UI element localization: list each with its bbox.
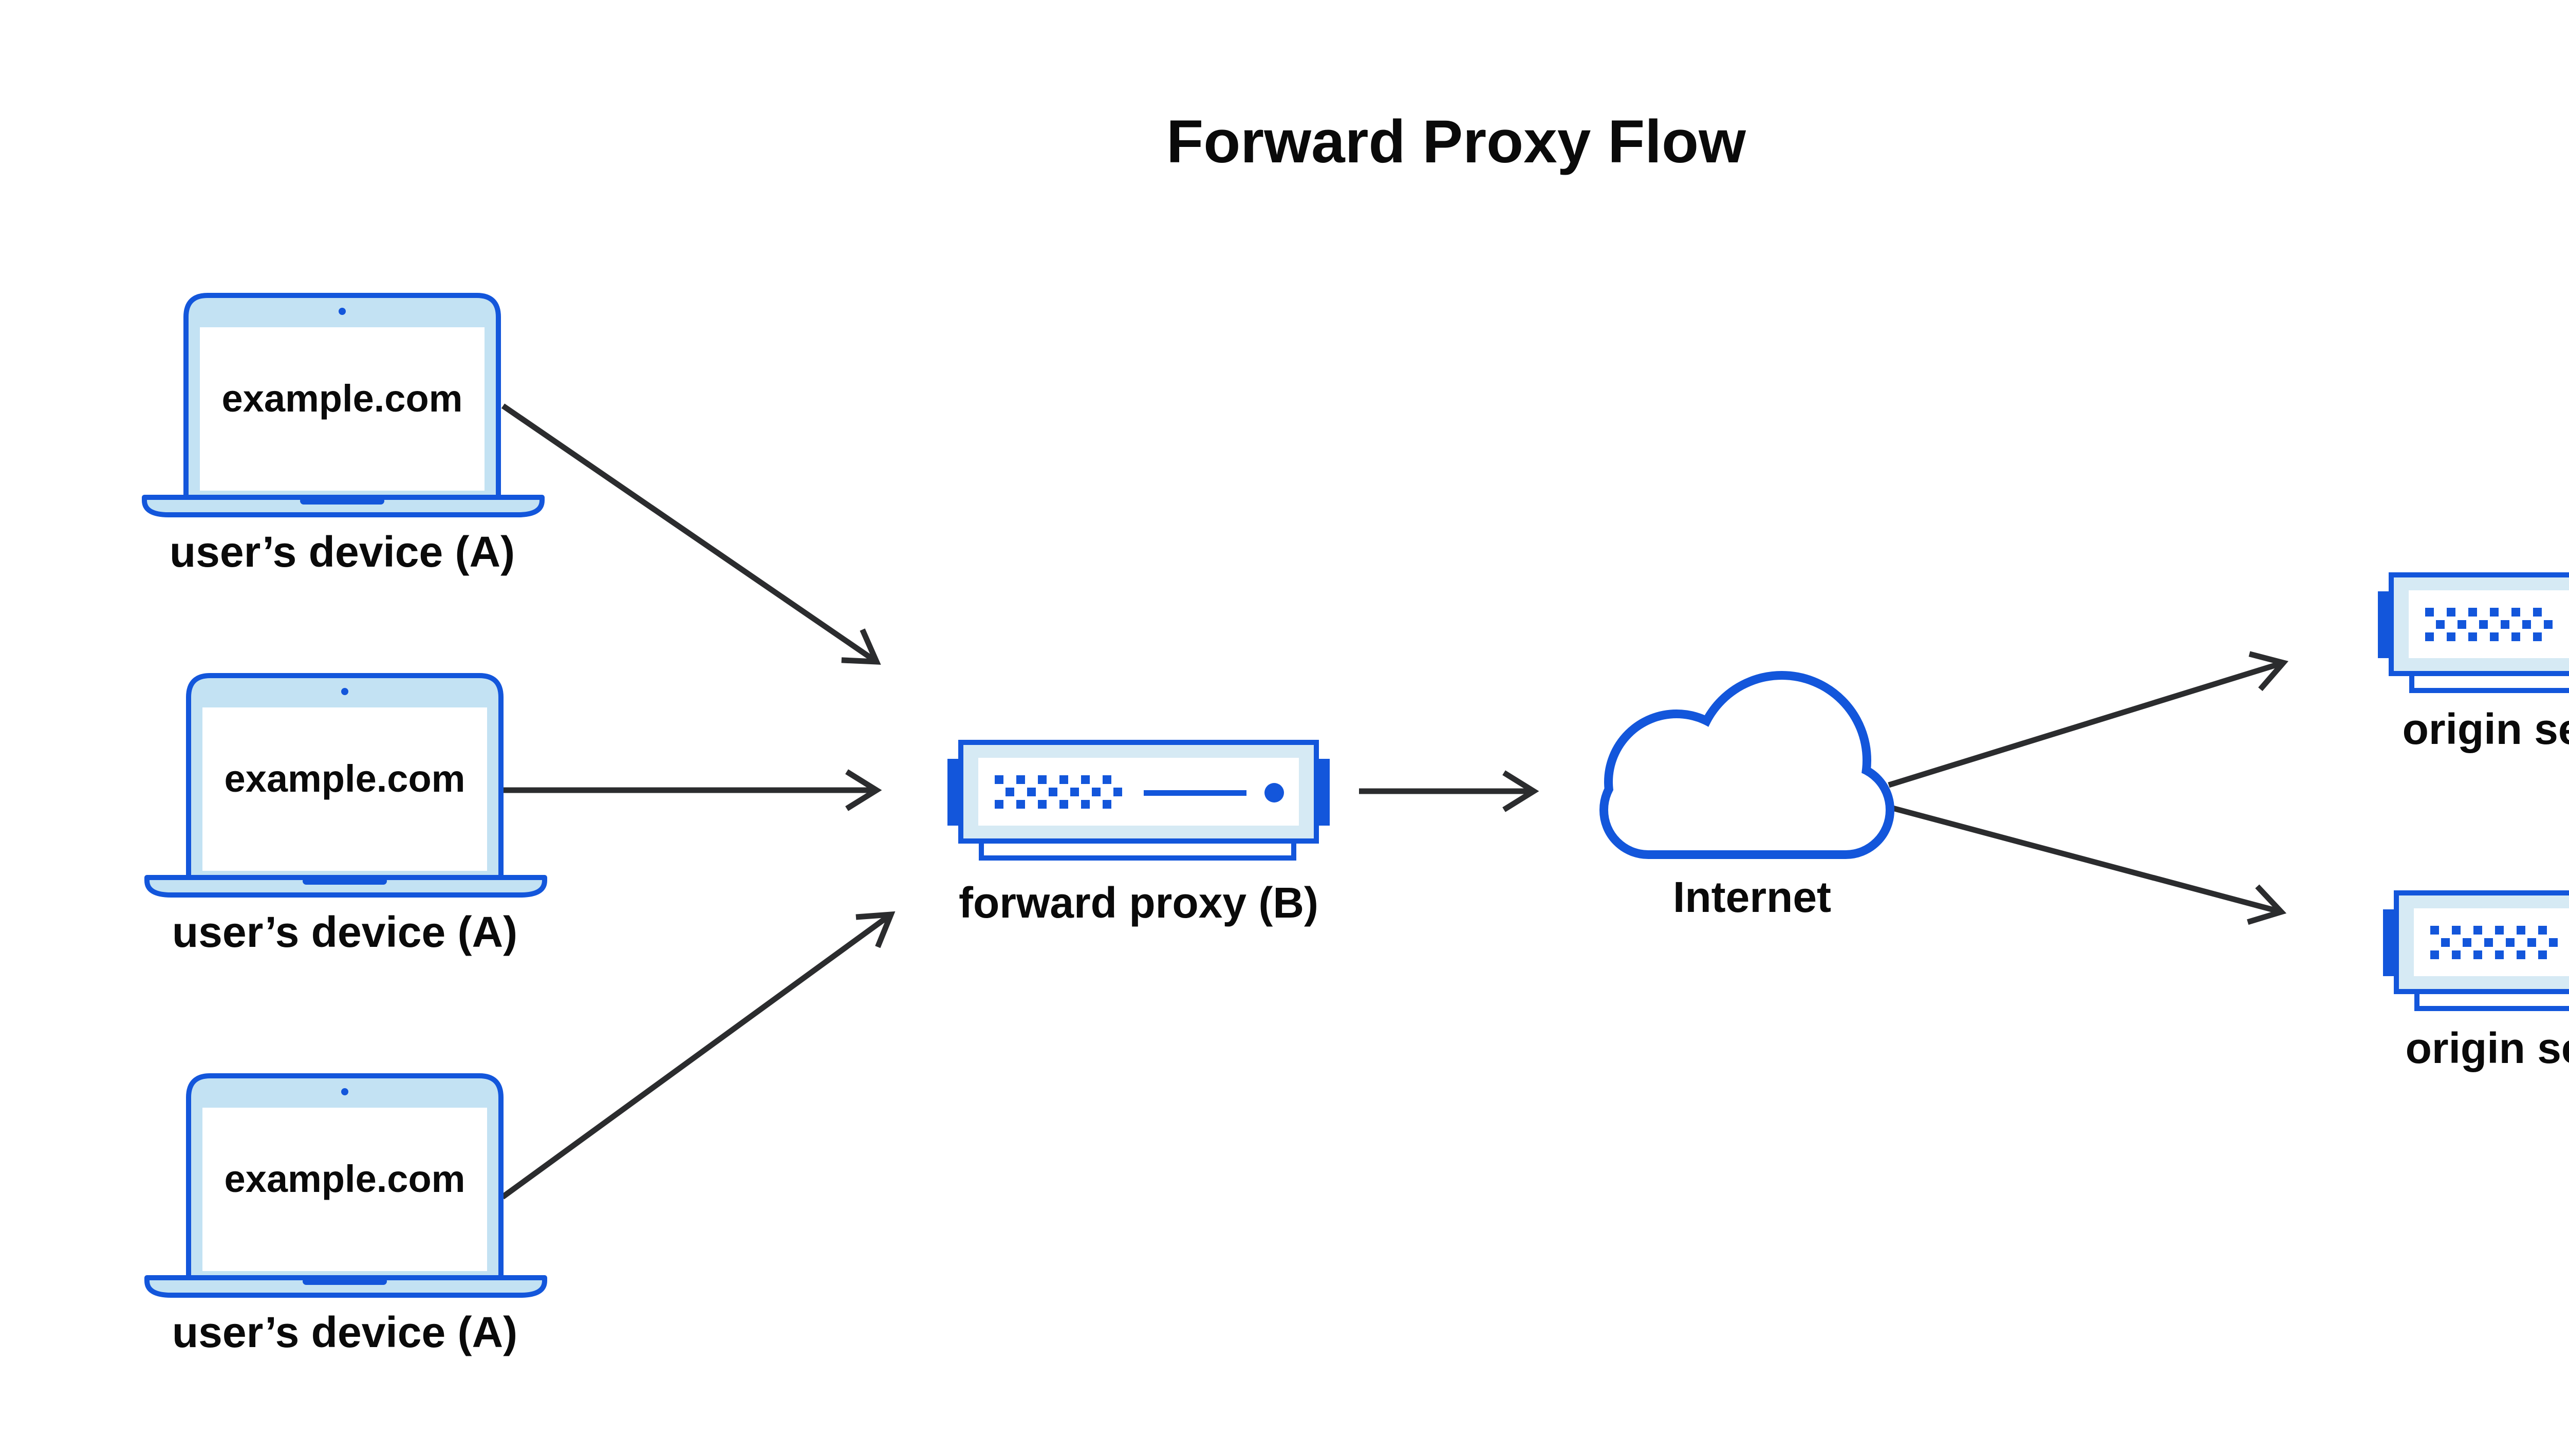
node-label-user-device-2: user’s device (A) — [172, 908, 517, 956]
cloud-icon — [1599, 671, 1894, 859]
flow-arrow-internet-origin1 — [1888, 651, 2288, 788]
node-label-origin-server-2: origin server (C) — [2406, 1024, 2569, 1072]
node-label-user-device-1: user’s device (A) — [170, 528, 515, 576]
flow-arrows — [500, 403, 2288, 1200]
flow-arrow-device1-proxy — [501, 403, 881, 665]
flow-arrow-device3-proxy — [500, 911, 896, 1200]
node-label-origin-server-1: origin server (C) — [2403, 705, 2569, 753]
node-label-internet: Internet — [1673, 873, 1831, 921]
device-screen-url: example.com — [222, 377, 463, 420]
node-label-user-device-3: user’s device (A) — [172, 1308, 517, 1356]
node-origin-server-2: origin server (C) — [2383, 893, 2569, 1072]
node-internet: Internet — [1599, 671, 1894, 921]
flow-arrow-internet-origin2 — [1890, 805, 2287, 925]
node-user-device-2: example.com user’s device (A) — [147, 676, 545, 956]
node-label-forward-proxy: forward proxy (B) — [959, 879, 1318, 927]
node-user-device-3: example.com user’s device (A) — [147, 1076, 545, 1356]
device-screen-url: example.com — [225, 1158, 466, 1200]
device-screen-url: example.com — [225, 757, 466, 800]
rack-server-icon — [2378, 575, 2569, 690]
node-user-device-1: example.com user’s device (A) — [144, 295, 542, 576]
diagram-title: Forward Proxy Flow — [1166, 108, 1746, 176]
node-origin-server-1: origin server (C) — [2378, 575, 2569, 753]
rack-server-icon — [2383, 893, 2569, 1009]
rack-server-icon — [947, 742, 1330, 858]
node-forward-proxy: forward proxy (B) — [947, 742, 1330, 927]
